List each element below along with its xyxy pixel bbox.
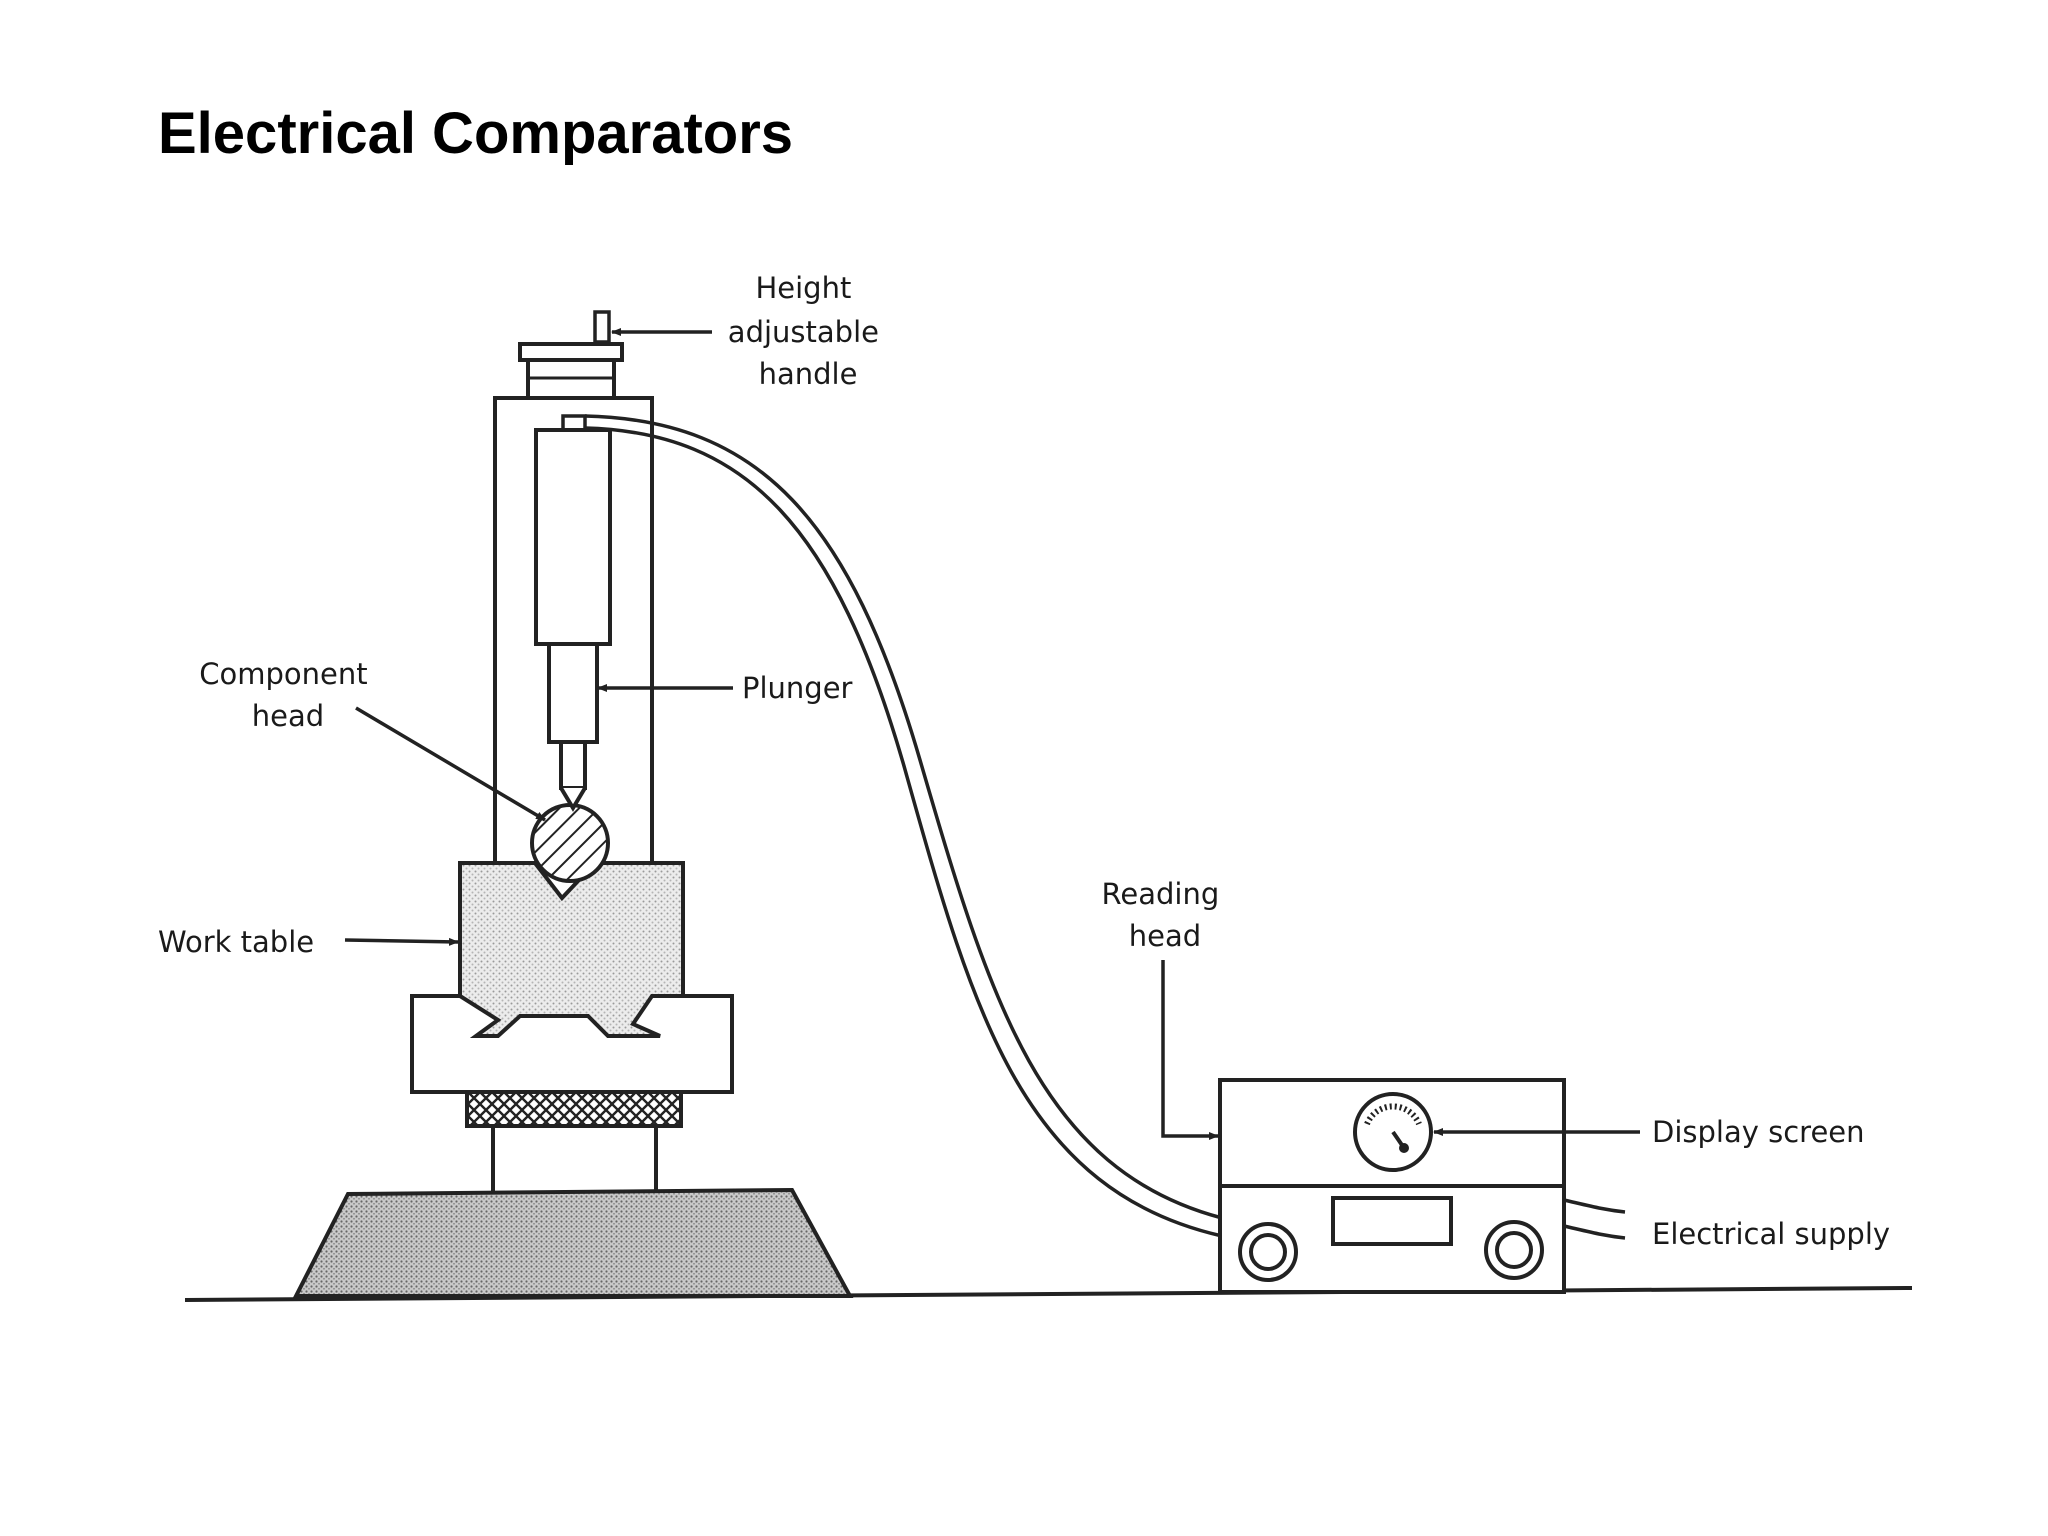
supply-wire-bottom	[1563, 1224, 1626, 1240]
label-work-table: Work table	[158, 925, 314, 959]
base	[292, 1187, 854, 1298]
plunger-body	[534, 428, 612, 646]
leader-reading-head	[1161, 960, 1219, 1140]
component-ball	[530, 803, 610, 883]
label-electrical-supply: Electrical supply	[1652, 1217, 1890, 1251]
slide-title: Electrical Comparators	[158, 101, 794, 166]
label-plunger: Plunger	[742, 671, 853, 705]
knurled-ring	[465, 1090, 683, 1128]
plunger-tip-shank	[559, 740, 587, 790]
handle-top-plate	[518, 342, 624, 362]
plunger-tip	[559, 786, 587, 812]
plunger-top-cap	[561, 414, 587, 432]
leader-work-table	[344, 937, 459, 946]
cable-outer	[584, 414, 1223, 1220]
plunger-stem	[547, 642, 599, 744]
label-reading-head: Reading head	[1102, 877, 1229, 953]
label-height-handle: Height adjustable handle	[728, 271, 888, 391]
label-component-head: Component head	[199, 657, 377, 733]
cable-inner	[584, 426, 1223, 1238]
label-display-screen: Display screen	[1652, 1115, 1865, 1149]
digital-window	[1331, 1196, 1453, 1246]
handle-knob	[593, 310, 611, 344]
supply-wire-top	[1563, 1198, 1626, 1214]
leader-component-head	[355, 706, 546, 822]
